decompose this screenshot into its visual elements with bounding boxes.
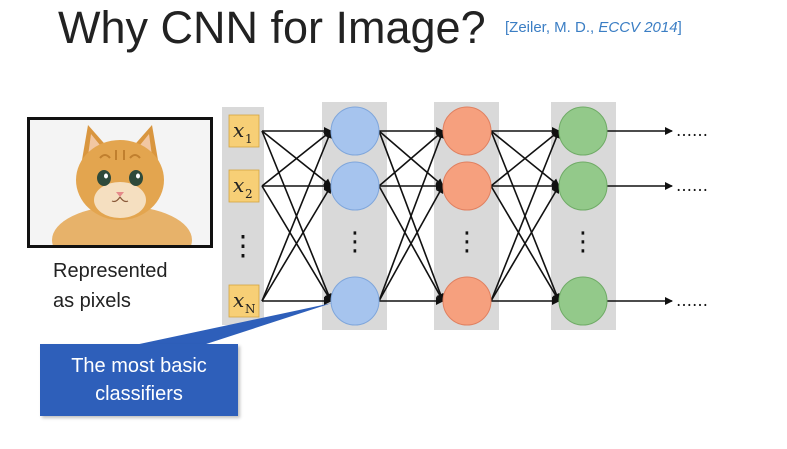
input-box-2 — [228, 169, 260, 203]
layer-2-ellipsis: ⋮ — [454, 227, 480, 257]
layer-2-node-3 — [442, 276, 492, 326]
layer-3-ellipsis: ⋮ — [570, 227, 596, 257]
layer-1-node-3 — [330, 276, 380, 326]
citation: [Zeiler, M. D., ECCV 2014] — [505, 19, 682, 36]
citation-authors: [Zeiler, M. D., — [505, 19, 599, 36]
input-label-1: x — [233, 118, 244, 142]
input-box-3 — [228, 284, 260, 318]
output-dots-2: …… — [676, 176, 708, 195]
input-label-2: x — [233, 173, 244, 197]
layer-2-node-2 — [442, 161, 492, 211]
layer-3-node-1 — [558, 106, 608, 156]
callout-box: The most basic classifiers — [40, 344, 238, 416]
edge-l1-1-l2-0 — [378, 130, 444, 187]
layer-3-node-3 — [558, 276, 608, 326]
output-dots-3: …… — [676, 291, 708, 310]
kitten-photo — [27, 117, 213, 274]
layer-1-node-1 — [330, 106, 380, 156]
edge-in-2-l1-0 — [261, 130, 333, 302]
input-label-3: x — [233, 288, 244, 312]
kitten-icon — [30, 120, 210, 274]
input-sub-3: N — [245, 302, 256, 316]
input-box-1 — [228, 114, 260, 148]
edge-in-1-l1-0 — [261, 130, 332, 187]
citation-venue: ECCV 2014 — [598, 19, 678, 36]
edge-l1-2-l2-1 — [378, 185, 444, 302]
input-sub-1: 1 — [245, 132, 253, 146]
edge-l1-2-l2-0 — [378, 130, 445, 302]
caption-line-2: as pixels — [53, 290, 131, 312]
input-sub-2: 2 — [245, 187, 253, 201]
layer-1-ellipsis: ⋮ — [342, 227, 368, 257]
citation-close: ] — [677, 19, 682, 36]
edge-l2-2-l3-0 — [490, 130, 561, 302]
callout-text: The most basic classifiers — [71, 355, 207, 405]
layer-1-node-2 — [330, 161, 380, 211]
layer-2-node-1 — [442, 106, 492, 156]
edge-in-2-l1-1 — [261, 185, 332, 302]
edge-l2-2-l3-1 — [490, 185, 560, 302]
edge-l2-1-l3-0 — [490, 130, 560, 187]
slide-title: Why CNN for Image? — [58, 2, 486, 53]
callout-pointer — [130, 303, 332, 346]
output-dots-1: …… — [676, 121, 708, 140]
layer-3-node-2 — [558, 161, 608, 211]
caption-line-1: Represented — [53, 260, 168, 282]
input-ellipsis: ⋮ — [229, 229, 257, 262]
image-caption: Represented as pixels — [53, 256, 168, 316]
